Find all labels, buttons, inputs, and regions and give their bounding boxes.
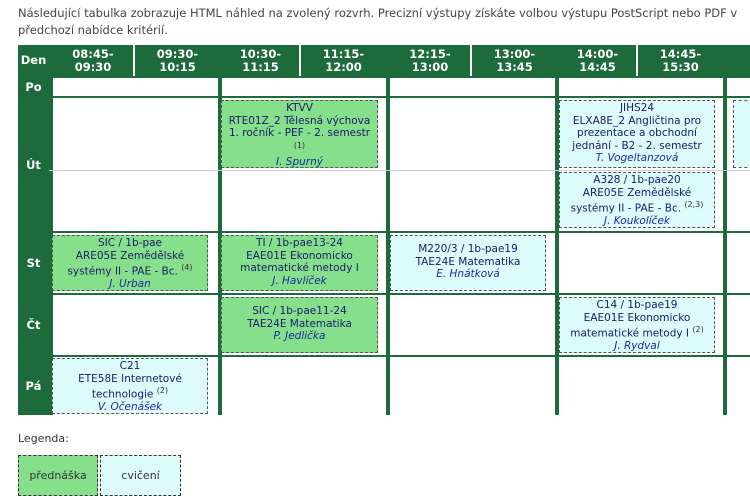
event-note: (1): [293, 140, 306, 150]
schedule-event[interactable]: A328 / 1b-pae20 ARE05E Zemědělské systém…: [559, 172, 715, 228]
event-teacher: T. Vogeltanzová: [595, 152, 679, 164]
slot-9: [727, 45, 750, 76]
event-course: RTE01Z_2 Tělesná výchova 1. ročník - PEF…: [228, 114, 371, 140]
event-course: EAE01E Ekonomicko matematické metody I: [570, 311, 691, 340]
event-teacher: J. Havlíček: [272, 274, 327, 287]
day-label: St: [18, 233, 49, 293]
schedule-event[interactable]: M220/3 / 1b-pae19 TAE24E Matematika E. H…: [390, 235, 546, 291]
event-note: (2): [156, 386, 169, 395]
event-teacher: J. Rydval: [614, 340, 660, 352]
event-room: TI / 1b-pae13-24: [256, 237, 343, 249]
divider: [49, 45, 53, 415]
row-divider: [18, 231, 750, 233]
day-label: Út: [18, 98, 49, 231]
event-room: A328 / 1b-pae20: [593, 174, 681, 186]
slot-3: 10:30- 11:15: [222, 45, 299, 76]
schedule-event[interactable]: C14 / 1b-pae19 EAE01E Ekonomicko matemat…: [559, 297, 715, 353]
event-room: M220/3 / 1b-pae19: [418, 243, 518, 255]
schedule-event[interactable]: JIHS24 ELXA8E_2 Angličtina pro prezentac…: [559, 100, 715, 168]
schedule-event[interactable]: KTVV RTE01Z_2 Tělesná výchova 1. ročník …: [221, 100, 378, 168]
event-course: ELXA8E_2 Angličtina pro prezentace a obc…: [572, 114, 702, 152]
divider: [386, 45, 390, 415]
schedule-event[interactable]: SIC / 1b-pae ARE05E Zemědělské systémy I…: [52, 235, 208, 291]
slot-7: 14:00- 14:45: [559, 45, 636, 76]
event-course: EAE01E Ekonomicko matematické metody I: [240, 249, 359, 275]
divider: [723, 45, 727, 415]
legend-lecture: přednáška: [18, 455, 98, 496]
slot-4: 11:15- 12:00: [301, 45, 386, 76]
schedule-event[interactable]: TI / 1b-pae13-24 EAE01E Ekonomicko matem…: [221, 235, 378, 291]
row-divider: [18, 76, 750, 78]
row-divider: [18, 355, 750, 357]
day-label: Čt: [18, 295, 49, 355]
event-teacher: I. Spurný: [276, 155, 323, 168]
event-teacher: P. Jedlička: [273, 330, 326, 342]
slot-5: 12:15- 13:00: [390, 45, 470, 76]
event-teacher: J. Urban: [109, 278, 151, 290]
day-label: Po: [18, 78, 49, 96]
schedule-event[interactable]: C21 ETE58E Internetové technologie (2) V…: [52, 358, 208, 414]
event-note: (2): [692, 325, 704, 334]
event-course: ETE58E Internetové technologie: [78, 372, 182, 401]
event-teacher: J. Koukolíček: [603, 215, 670, 227]
slot-8: 14:45- 15:30: [638, 45, 723, 76]
slot-6: 13:00- 13:45: [472, 45, 557, 76]
event-room: JIHS24: [619, 102, 655, 114]
intro-text: Následující tabulka zobrazuje HTML náhle…: [18, 6, 738, 37]
event-course: TAE24E Matematika: [415, 255, 521, 268]
event-room: KTVV: [286, 102, 313, 114]
header-day-label: Den: [18, 45, 49, 76]
event-teacher: E. Hnátková: [436, 268, 500, 280]
event-note: (4): [181, 263, 193, 272]
event-course: TAE24E Matematika: [247, 317, 352, 330]
divider: [218, 45, 222, 415]
schedule-event-partial[interactable]: [733, 100, 750, 168]
event-note: (2,3): [684, 200, 704, 209]
divider: [555, 45, 559, 415]
slot-2: 09:30- 10:15: [135, 45, 220, 76]
event-room: SIC / 1b-pae11-24: [252, 305, 347, 317]
legend-title: Legenda:: [18, 432, 69, 445]
legend-exercise: cvičení: [100, 455, 181, 496]
event-room: SIC / 1b-pae: [98, 237, 162, 249]
day-label: Pá: [18, 357, 49, 415]
row-divider: [49, 170, 750, 171]
schedule-event[interactable]: SIC / 1b-pae11-24 TAE24E Matematika P. J…: [221, 297, 378, 353]
slot-1: 08:45- 09:30: [53, 45, 133, 76]
row-divider: [18, 96, 750, 98]
event-room: C14 / 1b-pae19: [596, 299, 678, 311]
event-teacher: V. Očenášek: [97, 401, 163, 413]
event-room: C21: [119, 360, 141, 372]
row-divider: [18, 293, 750, 295]
event-course: ARE05E Zemědělské systémy II - PAE - Bc.: [570, 186, 692, 215]
event-course: ARE05E Zemědělské systémy II - PAE - Bc.: [67, 249, 185, 278]
